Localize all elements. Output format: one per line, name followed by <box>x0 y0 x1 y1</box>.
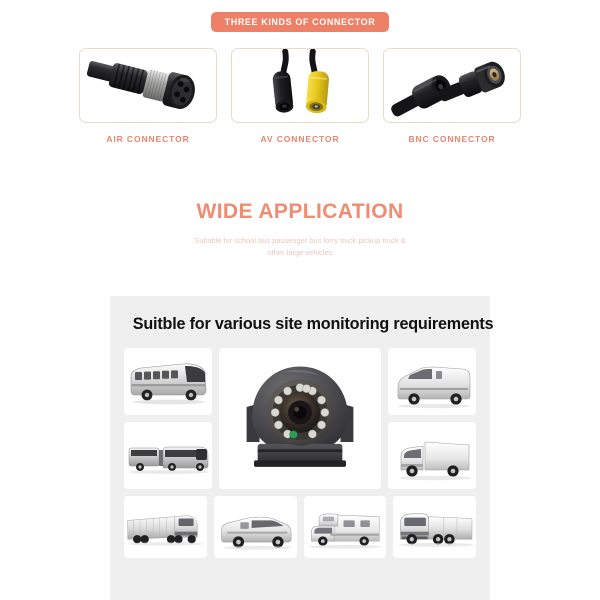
product-tile-dome-camera[interactable] <box>219 348 381 489</box>
articulated-city-bus-icon <box>124 422 212 489</box>
vehicle-tile-box-truck[interactable] <box>388 422 476 489</box>
articulated-lorry-icon <box>393 496 476 558</box>
wide-application-title: WIDE APPLICATION <box>196 200 404 223</box>
vehicle-tile-rv-motorhome[interactable] <box>303 496 387 558</box>
connector-card-av-frame <box>231 48 369 123</box>
box-truck-icon <box>388 422 476 489</box>
vehicle-tile-compact-panel-van[interactable] <box>213 496 297 558</box>
connector-card-bnc-label: BNC CONNECTOR <box>408 134 496 144</box>
wide-application-section: WIDE APPLICATION Suitable for school bus… <box>0 200 600 258</box>
compact-panel-van-icon <box>214 496 297 558</box>
connector-card-av[interactable]: AV CONNECTOR <box>231 48 369 144</box>
connector-card-bnc-frame <box>383 48 521 123</box>
monitoring-panel-title: Suitble for various site monitoring requ… <box>132 314 494 333</box>
monitoring-left-column <box>124 348 212 489</box>
semi-trailer-truck-icon <box>124 496 207 558</box>
cargo-van-icon <box>388 348 476 415</box>
rv-motorhome-icon <box>304 496 387 558</box>
vehicle-tile-articulated-city-bus[interactable] <box>124 422 212 489</box>
bnc-connector-icon <box>384 49 520 122</box>
connector-card-av-label: AV CONNECTOR <box>260 134 340 144</box>
monitoring-right-column <box>388 348 476 489</box>
vehicle-dome-camera-icon <box>219 348 381 489</box>
aviation-connector-icon <box>80 49 216 122</box>
wide-application-subtitle: Suitable for school bus passenger bus lo… <box>194 236 406 257</box>
coach-bus-icon <box>124 348 212 415</box>
connector-card-bnc[interactable]: BNC CONNECTOR <box>383 48 521 144</box>
section-badge-three-kinds-of-connector: THREE KINDS OF CONNECTOR <box>210 12 390 32</box>
monitoring-grid-bottom <box>124 496 476 558</box>
vehicle-tile-coach-bus[interactable] <box>124 348 212 415</box>
connector-card-air[interactable]: AIR CONNECTOR <box>79 48 217 144</box>
connector-card-air-label: AIR CONNECTOR <box>106 134 190 144</box>
monitoring-panel: Suitble for various site monitoring requ… <box>110 296 494 600</box>
vehicle-tile-articulated-lorry[interactable] <box>393 496 476 558</box>
badge-row: THREE KINDS OF CONNECTOR <box>0 12 600 32</box>
connector-card-air-frame <box>79 48 217 123</box>
vehicle-tile-cargo-van[interactable] <box>388 348 476 415</box>
monitoring-grid-top <box>124 348 476 489</box>
av-rca-connector-icon <box>232 49 368 122</box>
connector-section: THREE KINDS OF CONNECTOR <box>0 0 600 144</box>
connector-card-list: AIR CONNECTOR <box>0 48 600 144</box>
vehicle-tile-semi-trailer-truck[interactable] <box>124 496 207 558</box>
